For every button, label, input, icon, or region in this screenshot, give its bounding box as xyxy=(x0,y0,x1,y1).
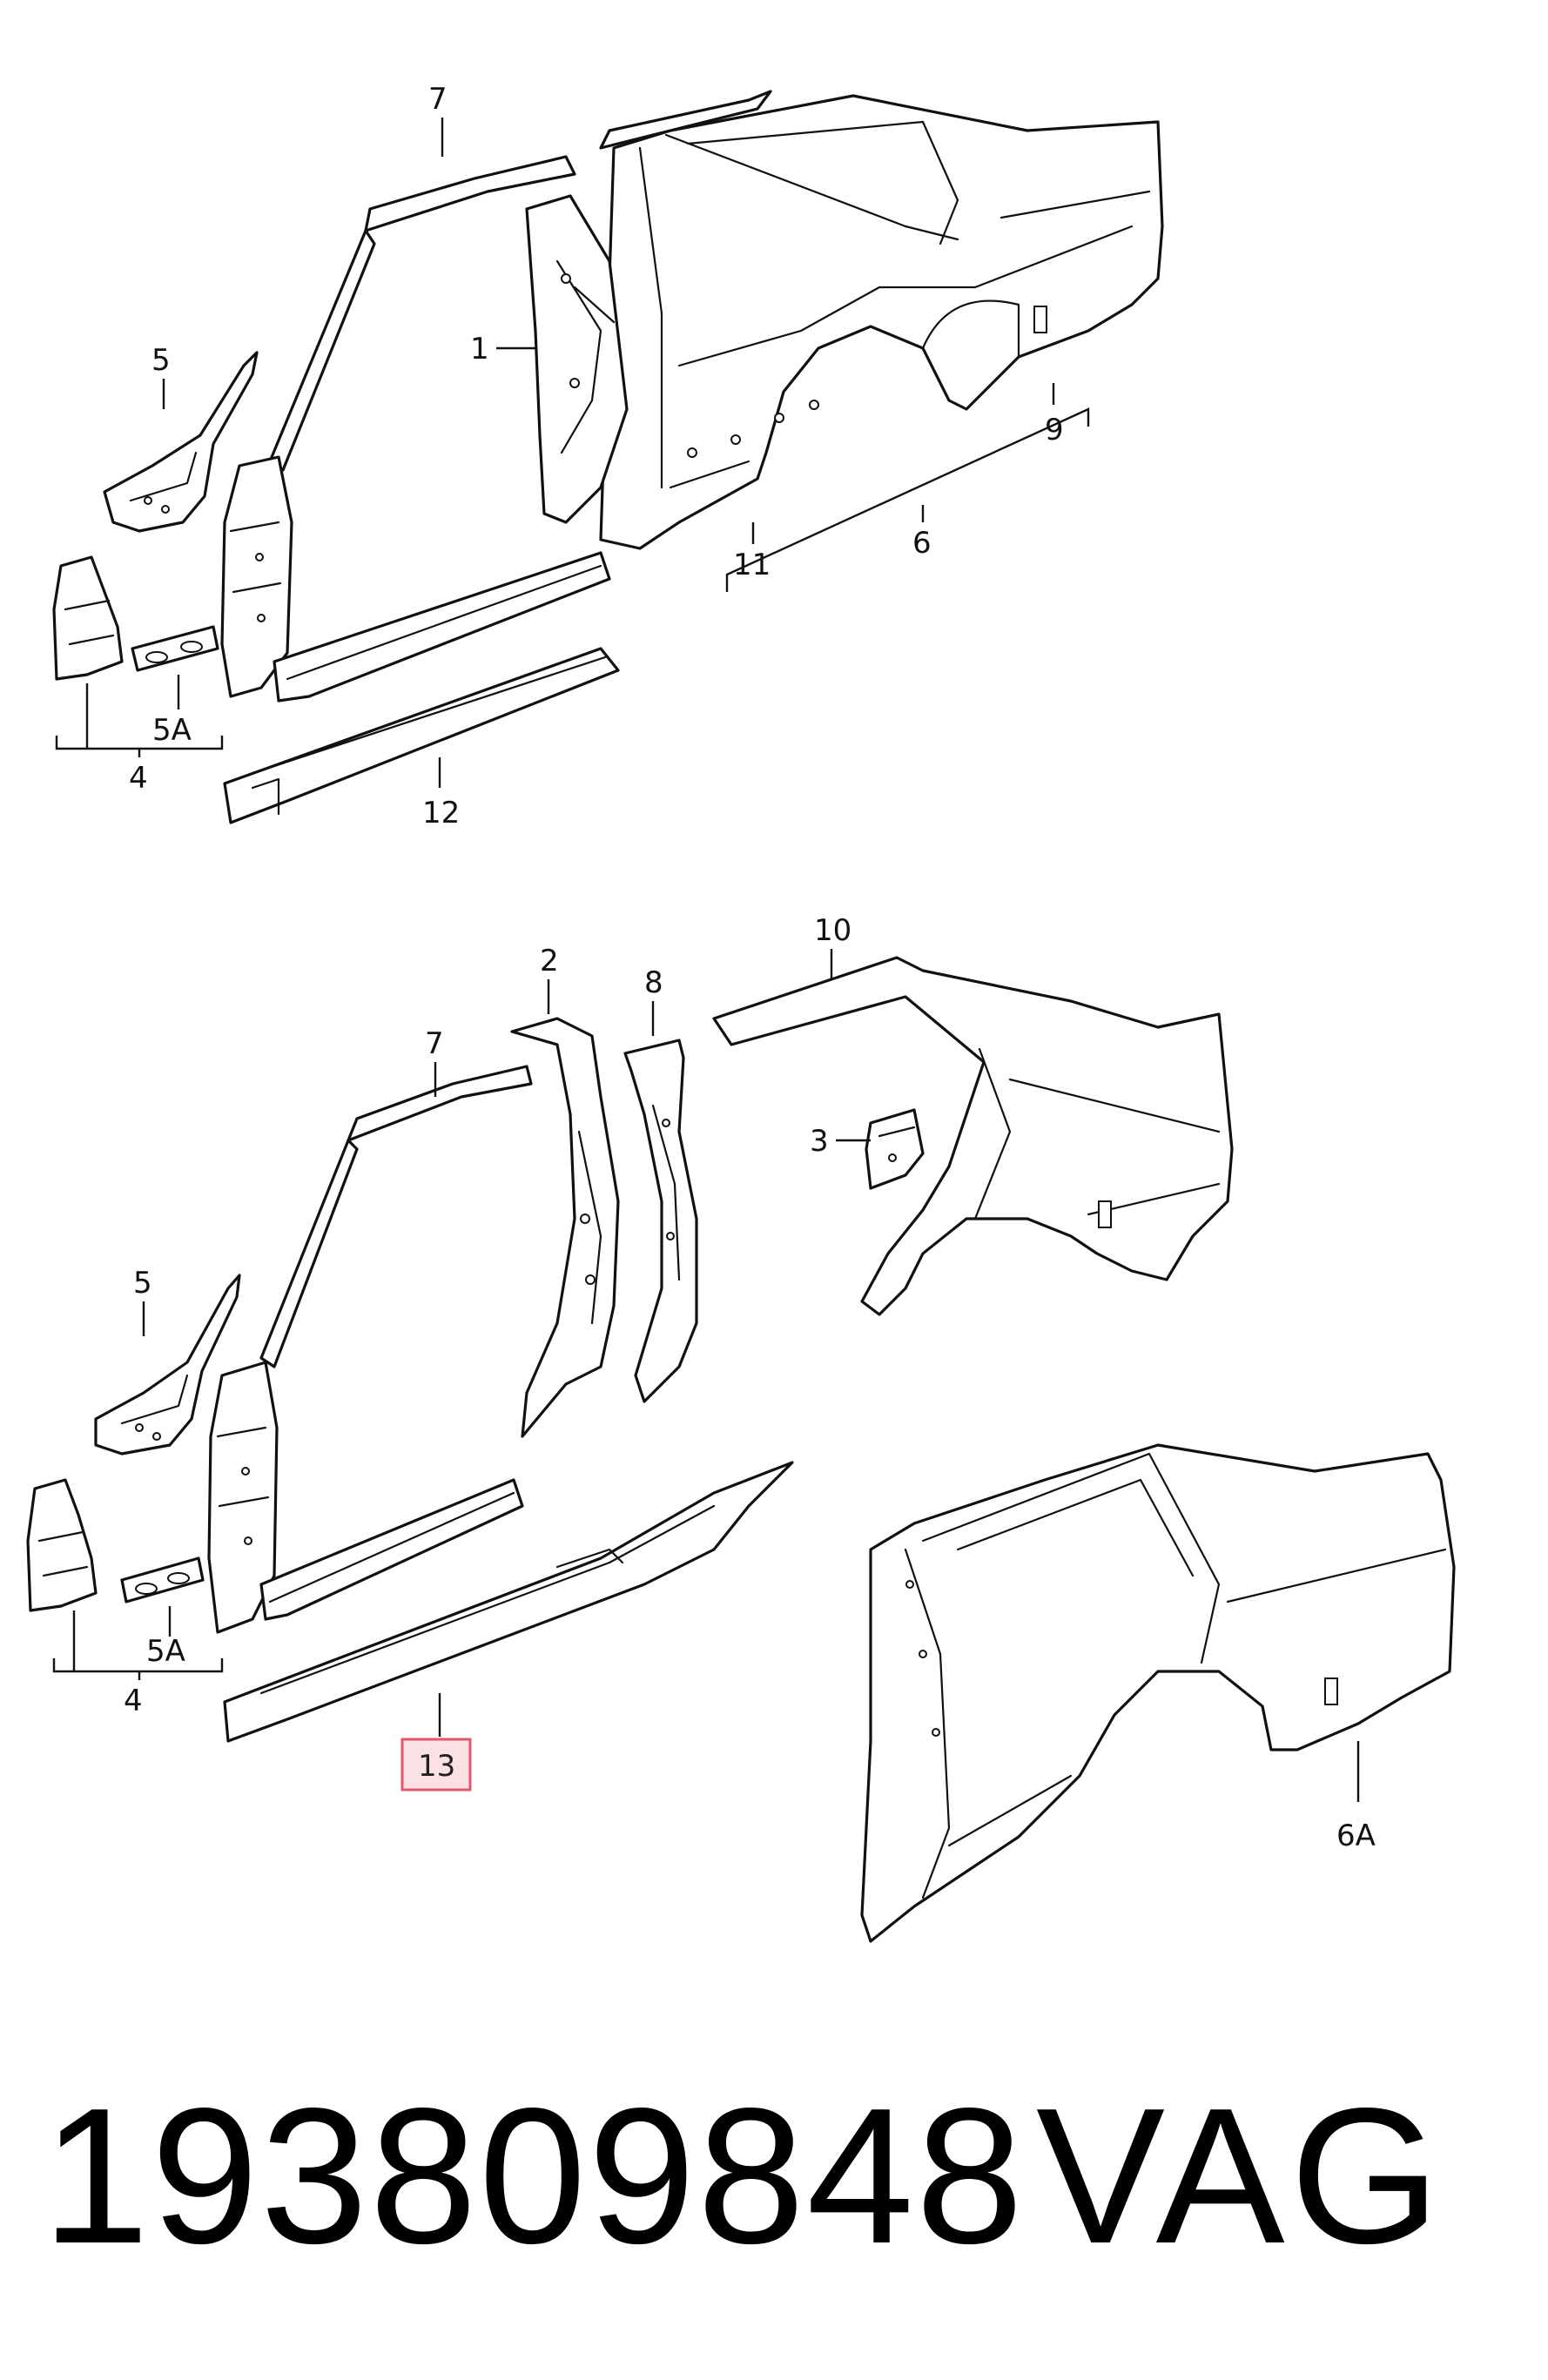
callout-label: 5 xyxy=(151,343,171,378)
sill-panel-upper-bottom xyxy=(259,1478,524,1621)
callout-label: 4 xyxy=(129,761,148,796)
callout-label: 1 xyxy=(470,332,489,366)
callout-5A-top: 5A xyxy=(152,675,192,748)
side-panel-6A xyxy=(860,1443,1456,1943)
callout-label: 12 xyxy=(422,796,460,830)
callout-7-top: 7 xyxy=(428,82,448,157)
b-pillar-inner xyxy=(525,194,629,524)
callout-label: 7 xyxy=(428,82,448,117)
callout-label: 8 xyxy=(644,965,663,1000)
part-number: 193809848 xyxy=(42,2068,1026,2284)
callout-5-bottom: 5 xyxy=(133,1266,152,1336)
callout-label: 6 xyxy=(912,526,932,561)
roof-rail-front xyxy=(599,90,772,150)
callout-11: 11 xyxy=(733,522,771,582)
top-exploded-view: 7 5 1 9 11 6 5A xyxy=(52,82,1164,830)
callout-13[interactable]: 13 xyxy=(400,1693,472,1792)
callout-label: 3 xyxy=(810,1124,829,1159)
callout-5-top: 5 xyxy=(151,343,171,409)
callout-label: 11 xyxy=(733,548,771,582)
callout-7-bottom: 7 xyxy=(425,1026,444,1097)
front-pillar-outer xyxy=(268,229,376,472)
sill-panel-12 xyxy=(223,647,620,824)
callout-4-top: 4 xyxy=(55,683,224,796)
callout-label: 5A xyxy=(146,1634,185,1669)
callout-label: 5A xyxy=(152,713,192,748)
callout-9: 9 xyxy=(1045,383,1064,447)
roof-rail-bottom xyxy=(347,1065,533,1142)
bracket-3 xyxy=(865,1108,925,1190)
rear-quarter-panel xyxy=(599,94,1164,550)
a-pillar-inner xyxy=(220,455,293,698)
callout-label: 5 xyxy=(133,1266,152,1301)
front-bracket-5 xyxy=(103,351,259,533)
brand-name: VAG xyxy=(1036,2068,1446,2284)
callout-label: 13 xyxy=(418,1749,455,1784)
pillar-8 xyxy=(623,1039,698,1403)
bracket-4 xyxy=(52,555,124,681)
callout-label: 2 xyxy=(540,944,559,978)
bracket-4-bottom xyxy=(26,1478,98,1612)
callout-label: 7 xyxy=(425,1026,444,1061)
callout-5A-bottom: 5A xyxy=(146,1606,185,1669)
callout-4-bottom: 4 xyxy=(52,1610,224,1718)
callout-8: 8 xyxy=(644,965,663,1036)
front-bracket-5-bottom xyxy=(94,1274,241,1456)
plate-5A xyxy=(131,625,219,672)
callout-13-highlight-box xyxy=(400,1738,472,1792)
callout-label: 10 xyxy=(814,913,851,948)
callout-6: 6 xyxy=(912,505,932,561)
sill-panel-13 xyxy=(223,1461,794,1743)
bottom-exploded-view: 2 8 10 7 3 5 5A 4 xyxy=(26,913,1456,1943)
callout-3: 3 xyxy=(810,1124,871,1159)
callout-6A: 6A xyxy=(1336,1741,1376,1853)
callout-1: 1 xyxy=(470,332,535,366)
callout-label: 4 xyxy=(124,1684,143,1718)
rear-quarter-upper xyxy=(712,956,1234,1316)
footer: 193809848 VAG xyxy=(0,2063,1548,2324)
bracket-6 xyxy=(725,407,1090,592)
plate-5A-bottom xyxy=(120,1556,205,1603)
a-pillar-inner-bottom xyxy=(207,1361,279,1634)
front-pillar-outer-bottom xyxy=(259,1139,359,1368)
callout-2: 2 xyxy=(540,944,559,1014)
callout-10: 10 xyxy=(814,913,851,979)
callout-12: 12 xyxy=(422,757,460,830)
b-pillar-2 xyxy=(510,1017,620,1438)
callout-label: 9 xyxy=(1045,413,1064,447)
sill-panel-upper xyxy=(273,551,611,703)
callout-label: 6A xyxy=(1336,1819,1376,1853)
